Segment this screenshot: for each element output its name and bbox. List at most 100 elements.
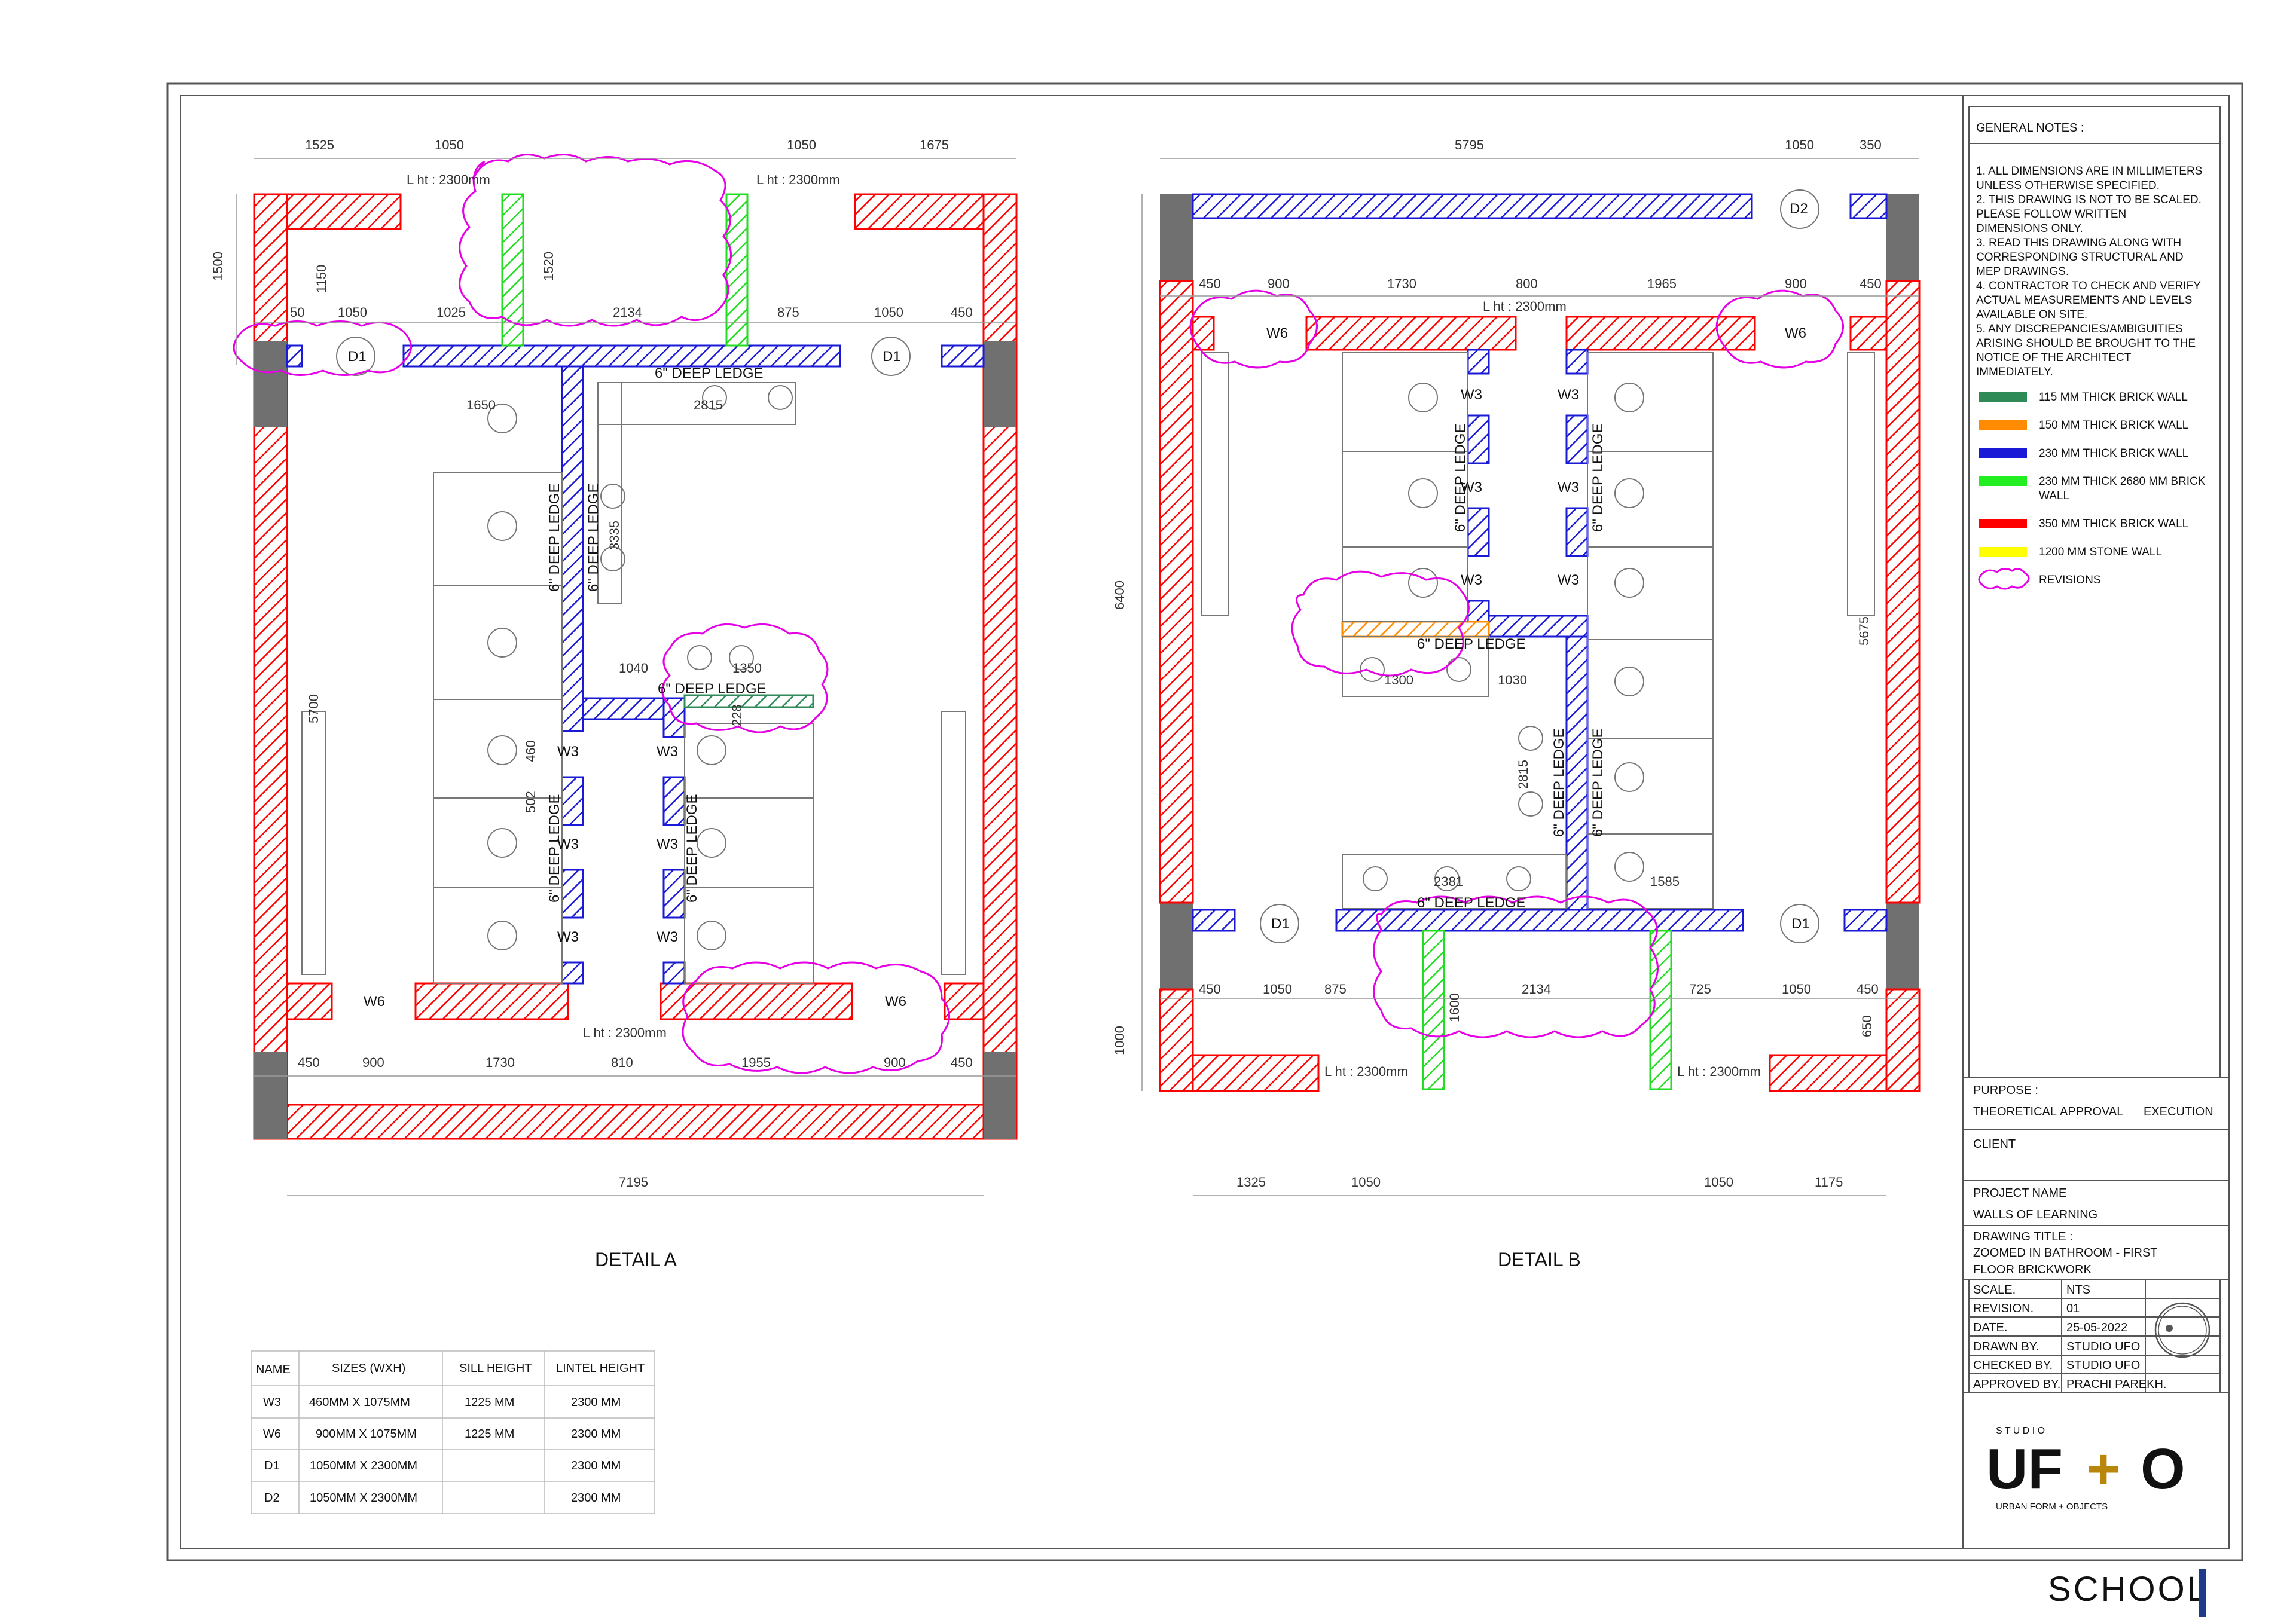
note-line: ACTUAL MEASUREMENTS AND LEVELS bbox=[1976, 294, 2192, 307]
legend-label: WALL bbox=[2039, 490, 2069, 502]
wall-230-seg bbox=[561, 869, 584, 919]
dim-b-top-3: 350 bbox=[1860, 137, 1882, 152]
schedule-cell: 460MM X 1075MM bbox=[309, 1396, 410, 1409]
door-tag-d1: D1 bbox=[883, 349, 901, 365]
legend-label: 150 MM THICK BRICK WALL bbox=[2039, 419, 2188, 432]
ledge-label: 6" DEEP LEDGE bbox=[684, 794, 700, 903]
wall-350-b-bottom-right bbox=[1769, 1054, 1888, 1092]
detail-b-caption: DETAIL B bbox=[1498, 1249, 1581, 1270]
dim-a-misc: 1650 bbox=[466, 398, 496, 412]
sheet-border bbox=[166, 82, 2243, 1561]
dim-b-row2-4: 800 bbox=[1516, 276, 1538, 291]
logo-studio: S T U D I O bbox=[1996, 1426, 2045, 1436]
legend-label: 115 MM THICK BRICK WALL bbox=[2039, 391, 2188, 404]
dim-a-1520: 1520 bbox=[541, 252, 556, 281]
dim-b-top-2: 1050 bbox=[1785, 137, 1814, 152]
tb-val: STUDIO UFO bbox=[2066, 1340, 2140, 1353]
lintel-a-right: L ht : 2300mm bbox=[756, 172, 840, 187]
schedule-cell: 2300 MM bbox=[571, 1459, 621, 1472]
wall-230-b-seg bbox=[1565, 349, 1589, 375]
project-label: PROJECT NAME bbox=[1973, 1187, 2066, 1200]
footer-label: SCHOOL bbox=[2048, 1570, 2209, 1609]
dim-a-bottom-5: 1955 bbox=[741, 1055, 771, 1070]
ledge-label: 6" DEEP LEDGE bbox=[1417, 895, 1526, 911]
fixtures bbox=[301, 337, 966, 984]
wall-350-bottom bbox=[286, 1104, 985, 1140]
dim-a-left-1: 1500 bbox=[210, 252, 225, 281]
column bbox=[984, 1052, 1016, 1139]
dim-b-top-1: 5795 bbox=[1455, 137, 1484, 152]
schedule-cell: W6 bbox=[263, 1428, 281, 1441]
legend-swatch-230 bbox=[1979, 448, 2027, 458]
north-arrow-icon bbox=[2154, 1302, 2210, 1358]
wall-230-top-b2 bbox=[1849, 193, 1888, 219]
dim-b-row2-7: 450 bbox=[1860, 276, 1882, 291]
dim-a-misc: 1350 bbox=[732, 661, 762, 676]
ledge-label: 6" DEEP LEDGE bbox=[1417, 636, 1526, 652]
schedule-cell: 1050MM X 2300MM bbox=[310, 1459, 417, 1472]
wall-350-lower-right-b bbox=[944, 982, 985, 1020]
wall-350-b-right bbox=[1885, 280, 1921, 904]
schedule-header: NAME bbox=[256, 1363, 291, 1376]
dim-a-row2-5: 875 bbox=[777, 305, 799, 320]
schedule-cell: D1 bbox=[264, 1459, 280, 1472]
drawing-title: ZOOMED IN BATHROOM - FIRST bbox=[1973, 1246, 2158, 1260]
schedule-cell: 1050MM X 2300MM bbox=[310, 1491, 417, 1505]
window-tag-w6: W6 bbox=[885, 994, 906, 1010]
column bbox=[1886, 903, 1919, 989]
window-tag-w3: W3 bbox=[657, 836, 678, 852]
wall-230-b-bottom-right bbox=[1843, 909, 1888, 932]
door-tag-d2: D2 bbox=[1790, 201, 1808, 217]
dim-a-row2-7: 450 bbox=[951, 305, 973, 320]
dim-a-misc: 3335 bbox=[607, 521, 622, 550]
column bbox=[1160, 194, 1193, 281]
dim-b-lower-5: 725 bbox=[1689, 982, 1711, 997]
ledge-label: 6" DEEP LEDGE bbox=[1551, 729, 1567, 838]
window-tag-w3: W3 bbox=[1461, 387, 1482, 403]
notes-panel: GENERAL NOTES : 1. ALL DIMENSIONS ARE IN… bbox=[1968, 106, 2221, 1078]
note-line: NOTICE OF THE ARCHITECT bbox=[1976, 352, 2132, 364]
wall-230-2680-b-left bbox=[1422, 930, 1445, 1090]
wall-230-top-b bbox=[402, 344, 841, 368]
window-tag-w3: W3 bbox=[657, 929, 678, 945]
wall-230-seg bbox=[561, 776, 584, 826]
ledge-label: 6" DEEP LEDGE bbox=[1590, 729, 1606, 838]
dim-a-overall: 7195 bbox=[619, 1175, 648, 1190]
column bbox=[254, 341, 287, 427]
schedule-header: SIZES (WXH) bbox=[332, 1362, 405, 1375]
door-tag-d1: D1 bbox=[348, 349, 367, 365]
drawing-title: FLOOR BRICKWORK bbox=[1973, 1263, 2092, 1276]
column bbox=[1160, 903, 1193, 989]
dim-b-row2-3: 1730 bbox=[1387, 276, 1416, 291]
legend-swatch-150 bbox=[1979, 420, 2027, 430]
schedule-header: LINTEL HEIGHT bbox=[556, 1362, 645, 1375]
dim-b-misc: 1030 bbox=[1498, 673, 1527, 687]
window-tag-w3: W3 bbox=[1461, 479, 1482, 496]
dim-b-lower-7: 450 bbox=[1857, 982, 1879, 997]
legend-label: 230 MM THICK 2680 MM BRICK bbox=[2039, 475, 2206, 488]
ledge-label: 6" DEEP LEDGE bbox=[1452, 424, 1468, 533]
wall-230-top-c bbox=[941, 344, 985, 368]
legend-label: REVISIONS bbox=[2039, 574, 2100, 586]
legend-label: 230 MM THICK BRICK WALL bbox=[2039, 447, 2188, 460]
note-line: 5. ANY DISCREPANCIES/AMBIGUITIES bbox=[1976, 323, 2183, 335]
note-line: 3. READ THIS DRAWING ALONG WITH bbox=[1976, 237, 2181, 249]
wall-230-b-bottom bbox=[1335, 909, 1744, 932]
wall-230-seg bbox=[561, 961, 584, 985]
dim-b-misc: 1600 bbox=[1447, 993, 1462, 1022]
tb-val: STUDIO UFO bbox=[2066, 1359, 2140, 1372]
dim-b-lower-1: 450 bbox=[1199, 982, 1221, 997]
wall-230-seg bbox=[662, 776, 686, 826]
column bbox=[254, 1052, 287, 1139]
window-tag-w3: W3 bbox=[557, 929, 579, 945]
note-line: UNLESS OTHERWISE SPECIFIED. bbox=[1976, 179, 2160, 192]
dim-b-lower-4: 2134 bbox=[1522, 982, 1551, 997]
note-line: 2. THIS DRAWING IS NOT TO BE SCALED. bbox=[1976, 194, 2202, 206]
dim-a-bottom-3: 1730 bbox=[486, 1055, 515, 1070]
dim-a-misc: 1040 bbox=[619, 661, 648, 676]
legend-swatch-stone bbox=[1979, 547, 2027, 557]
window-tag-w3: W3 bbox=[1558, 572, 1579, 588]
wall-350-b-top-d bbox=[1849, 316, 1888, 351]
note-line: 1. ALL DIMENSIONS ARE IN MILLIMETERS bbox=[1976, 165, 2202, 178]
